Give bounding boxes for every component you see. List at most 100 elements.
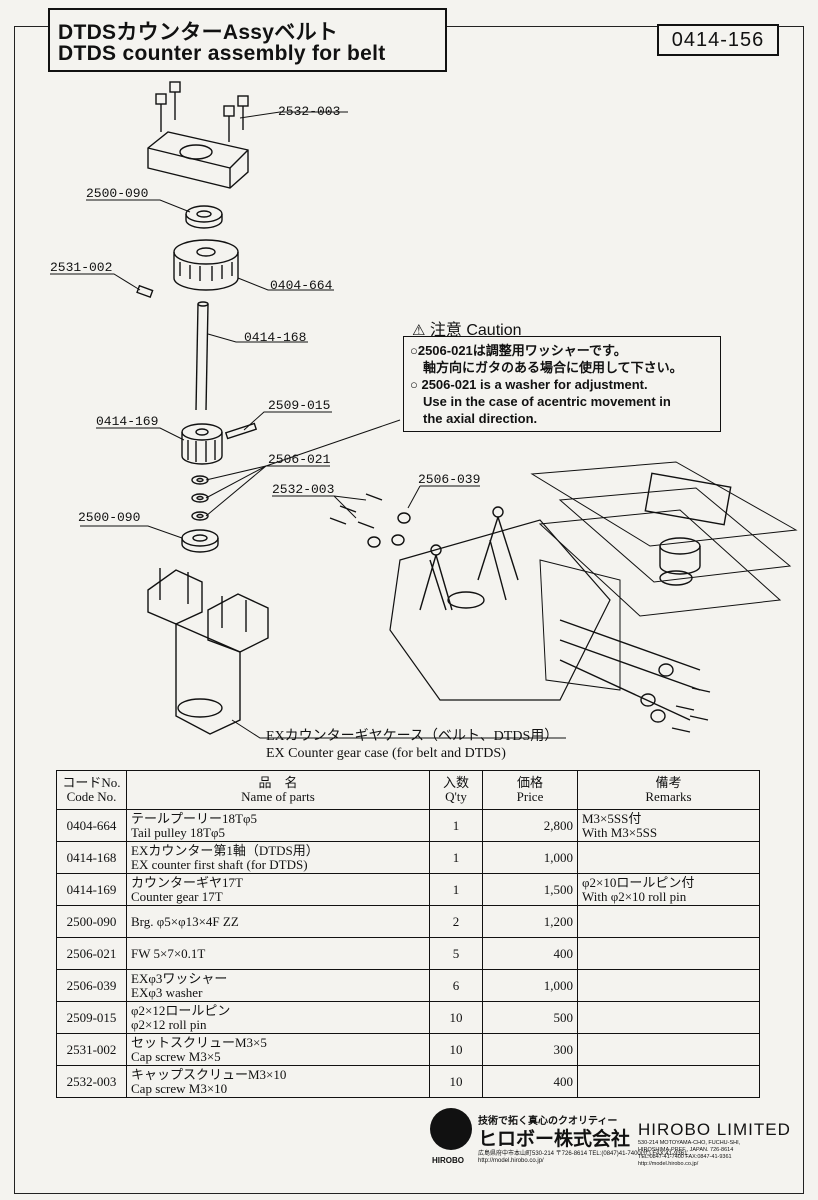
cell-qty: 5 (429, 937, 483, 970)
label-2506-021: 2506-021 (268, 452, 331, 467)
cell-name: EXカウンター第1軸（DTDS用）EX counter first shaft … (126, 841, 430, 874)
label-2509-015: 2509-015 (268, 398, 331, 413)
cell-price: 1,200 (482, 905, 578, 938)
assembly-code: 0414-156 (657, 24, 779, 56)
caution-heading: ⚠ 注意 Caution (412, 316, 522, 340)
tail-pulley (173, 239, 239, 291)
cell-name: FW 5×7×0.1T (126, 937, 430, 970)
counter-shaft (195, 301, 209, 411)
caution-line: ○2506-021は調整用ワッシャーです。 (410, 343, 627, 358)
top-bracket (147, 131, 249, 189)
label-0414-168: 0414-168 (244, 330, 307, 345)
cell-qty: 10 (429, 1001, 483, 1034)
caution-heading-text: 注意 Caution (429, 322, 522, 339)
cell-remarks (577, 1065, 760, 1098)
adjust-washers (191, 475, 209, 521)
cell-qty: 1 (429, 841, 483, 874)
table-row: 0414-168 EXカウンター第1軸（DTDS用）EX counter fir… (56, 841, 760, 874)
company-footer: HIROBO 技術で拓く真心のクオリティー ヒロボー株式会社 広島県府中市本山町… (430, 1106, 790, 1176)
label-2531-002: 2531-002 (50, 260, 113, 275)
cell-code: 2531-002 (56, 1033, 127, 1066)
warning-icon: ⚠ (412, 322, 426, 339)
cell-price: 2,800 (482, 809, 578, 842)
gear-case-label-en: EX Counter gear case (for belt and DTDS) (266, 746, 506, 761)
header-code: コードNo.Code No. (56, 770, 127, 810)
company-url-jp: http://model.hirobo.co.jp/ (478, 1158, 544, 1164)
company-name-jp: ヒロボー株式会社 (478, 1129, 631, 1150)
gear-case-label: EXカウンターギヤケース（ベルト、DTDS用） EX Counter gear … (266, 728, 558, 762)
bearing-top (185, 205, 223, 229)
leader-lines (50, 111, 566, 739)
cell-qty: 2 (429, 905, 483, 938)
roll-pin (224, 422, 258, 440)
company-address-en: 530-214 MOTOYAMA-CHO, FUCHU-SHI, HIROSHI… (638, 1140, 741, 1167)
cell-qty: 1 (429, 873, 483, 906)
cell-remarks (577, 905, 760, 938)
frame-washers-screws (329, 493, 711, 733)
logo-text: HIROBO (432, 1156, 464, 1165)
cell-price: 300 (482, 1033, 578, 1066)
title-japanese: DTDSカウンターAssyベルト (58, 21, 339, 44)
cell-price: 1,500 (482, 873, 578, 906)
company-tagline: 技術で拓く真心のクオリティー (478, 1116, 618, 1127)
cell-qty: 6 (429, 969, 483, 1002)
gear-case-label-jp: EXカウンターギヤケース（ベルト、DTDS用） (266, 729, 559, 744)
title-english: DTDS counter assembly for belt (58, 42, 386, 65)
cell-code: 0414-169 (56, 873, 127, 906)
cell-code: 0414-168 (56, 841, 127, 874)
cell-code: 2509-015 (56, 1001, 127, 1034)
cell-qty: 1 (429, 809, 483, 842)
cell-price: 500 (482, 1001, 578, 1034)
hirobo-logo-icon (430, 1108, 472, 1150)
cell-remarks (577, 937, 760, 970)
bearing-bottom (181, 529, 219, 553)
cell-remarks (577, 1001, 760, 1034)
cell-code: 2506-021 (56, 937, 127, 970)
company-name-en: HIROBO LIMITED (638, 1120, 791, 1139)
caution-line: the axial direction. (410, 411, 538, 426)
cell-code: 2532-003 (56, 1065, 127, 1098)
cell-remarks (577, 969, 760, 1002)
cell-price: 400 (482, 937, 578, 970)
label-2532-003-frame: 2532-003 (272, 482, 335, 497)
table-row: 2506-021 FW 5×7×0.1T 5 400 (56, 937, 760, 970)
cell-price: 1,000 (482, 841, 578, 874)
caution-box: ○2506-021は調整用ワッシャーです。 軸方向にガタのある場合に使用して下さ… (403, 336, 721, 432)
company-address-jp: 広島県府中市本山町530-214 〒726-8614 TEL:(0847)41-… (478, 1151, 688, 1157)
cell-qty: 10 (429, 1033, 483, 1066)
label-2500-090-top: 2500-090 (86, 186, 149, 201)
cell-remarks (577, 1033, 760, 1066)
title-box: DTDSカウンターAssyベルト DTDS counter assembly f… (48, 8, 447, 72)
caution-line: ○ 2506-021 is a washer for adjustment. (410, 377, 648, 392)
caution-line: 軸方向にガタのある場合に使用して下さい。 (410, 360, 683, 375)
label-0414-169: 0414-169 (96, 414, 159, 429)
counter-gear (181, 423, 223, 465)
cell-price: 400 (482, 1065, 578, 1098)
cell-remarks (577, 841, 760, 874)
table-row: 2500-090 Brg. φ5×φ13×4F ZZ 2 1,200 (56, 905, 760, 938)
helicopter-frame-sketch (389, 461, 798, 721)
cell-code: 0404-664 (56, 809, 127, 842)
exploded-parts-diagram (50, 81, 798, 739)
label-0404-664: 0404-664 (270, 278, 333, 293)
label-2506-039: 2506-039 (418, 472, 481, 487)
